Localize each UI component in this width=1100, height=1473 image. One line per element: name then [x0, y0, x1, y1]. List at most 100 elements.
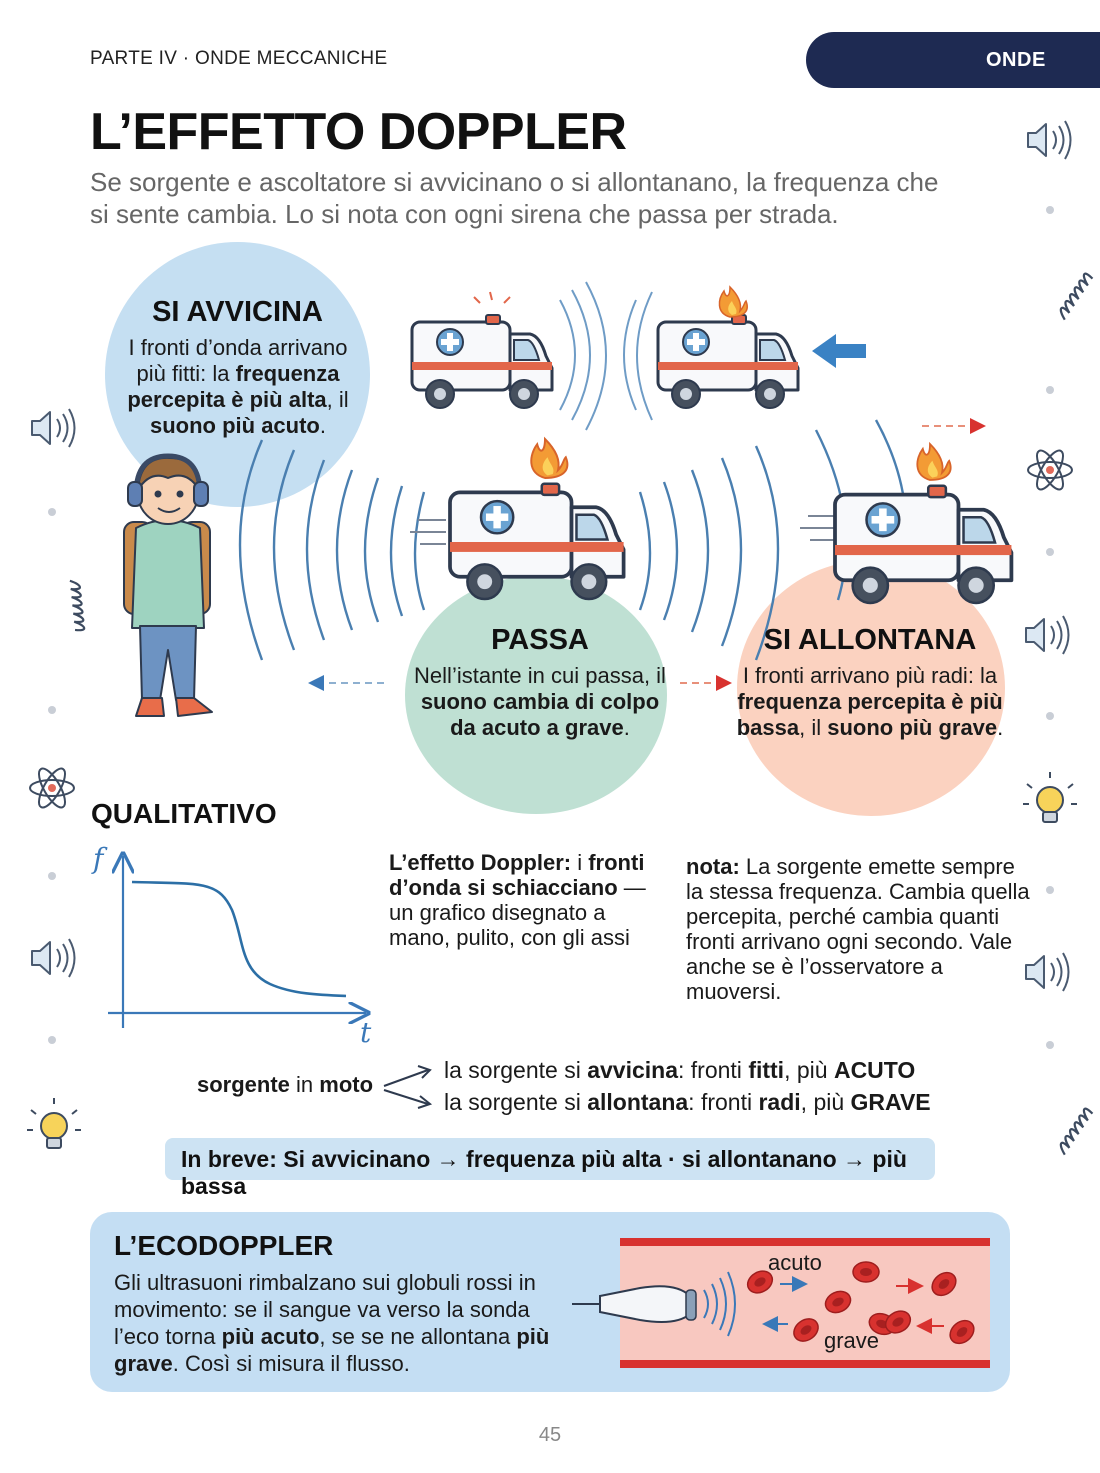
bold-text: suono più acuto [149, 413, 320, 438]
approach-title: SI AVVICINA [152, 296, 323, 328]
bold-text: radi [758, 1089, 801, 1115]
bold-text: fitti [748, 1057, 785, 1083]
bold-text: L’effetto Doppler: [389, 850, 572, 875]
dot-icon [1046, 712, 1054, 720]
bold-text: fronti d’onda si schiacciano [389, 850, 645, 900]
chapter-tab[interactable]: ONDE [806, 32, 1100, 88]
recede-title: SI ALLONTANA [763, 624, 977, 656]
pass-title: PASSA [491, 624, 589, 656]
spring-icon [1056, 1103, 1095, 1160]
text-run: Nell’istante in cui passa, il [414, 663, 666, 688]
ecodoppler-text: Gli ultrasuoni rimbalzano sui globuli ro… [114, 1269, 574, 1377]
bold-text: ACUTO [833, 1057, 916, 1083]
text-run: Gli ultrasuoni rimbalzano sui globuli ro… [114, 1270, 536, 1349]
doppler-note: L’effetto Doppler: i fronti d’onda si sc… [389, 850, 669, 950]
dot-icon [1046, 548, 1054, 556]
pass-circle [405, 576, 667, 814]
ecodoppler-title: L’ECODOPPLER [114, 1230, 334, 1261]
eco-label-low: grave [824, 1328, 880, 1353]
text-run: . Così si misura il flusso. [172, 1351, 410, 1376]
ultrasound-probe-icon [599, 1285, 697, 1323]
bold-text: più grave [114, 1324, 550, 1376]
sound-wave-arcs-top [559, 281, 653, 431]
spring-icon [1056, 268, 1095, 325]
bold-text: moto [319, 1072, 374, 1097]
spring-icon [57, 577, 96, 634]
text-run: in [289, 1072, 320, 1097]
chapter-tab-label: ONDE [986, 49, 1046, 71]
lightbulb-icon [26, 1097, 82, 1149]
dot-icon [48, 872, 56, 880]
ambulance-top-right [656, 313, 800, 410]
bold-text: frequenza percepita è più alta [127, 361, 340, 412]
qualitative-graph [108, 856, 366, 1028]
dot-icon [1046, 886, 1054, 894]
text-run: i [571, 850, 589, 875]
text-run: , più [800, 1089, 851, 1115]
page-number: 45 [538, 1424, 562, 1446]
speaker-icon [1027, 120, 1072, 160]
ambulance-top-left [410, 313, 554, 410]
flame-icon [530, 438, 569, 479]
dot-icon [48, 706, 56, 714]
bold-text: frequenza percepita è più bassa [736, 689, 1003, 740]
text-run: , il [326, 387, 349, 412]
pass-text: Nell’istante in cui passa, il suono camb… [405, 663, 675, 741]
text-run: I fronti arrivano più radi: la [742, 663, 998, 688]
flame-icon [916, 443, 952, 481]
text-run: La sorgente emette sempre la stessa freq… [686, 854, 1030, 1004]
dot-icon [1046, 206, 1054, 214]
motion-line-approach: la sorgente si avvicina: fronti fitti, p… [444, 1057, 915, 1084]
bold-text: nota: [686, 854, 740, 879]
atom-icon [1027, 445, 1073, 495]
eco-label-high: acuto [768, 1250, 822, 1275]
speaker-icon [1025, 952, 1070, 992]
section-breadcrumb: PARTE IV · ONDE MECCANICHE [90, 48, 388, 69]
motion-branch-arrows [383, 1065, 433, 1109]
text-run: . [319, 413, 326, 438]
text-run: I fronti d’onda arrivano più fitti: la [128, 335, 348, 386]
approach-text: I fronti d’onda arrivano più fitti: la f… [112, 335, 364, 439]
ultrasound-waves [703, 1271, 736, 1337]
text-run: . [997, 715, 1004, 740]
bold-text: allontana [587, 1089, 689, 1115]
frequency-curve [131, 880, 347, 998]
lightbulb-icon [1022, 771, 1078, 823]
nota-text: nota: La sorgente emette sempre la stess… [686, 854, 1031, 1004]
text-run: , il [799, 715, 828, 740]
graph-y-label: f [93, 842, 104, 875]
red-blood-cell-icon [852, 1261, 880, 1283]
text-run: la sorgente si [444, 1089, 588, 1115]
dot-icon [1046, 386, 1054, 394]
motion-label: sorgente in moto [197, 1072, 373, 1098]
summary-box: In breve: Si avvicinano → frequenza più … [165, 1138, 935, 1199]
text-run: , se se ne allontana [319, 1324, 517, 1349]
page-title: L’EFFETTO DOPPLER [90, 103, 627, 161]
qualitative-title: QUALITATIVO [91, 798, 277, 829]
motion-line-recede: la sorgente si allontana: fronti radi, p… [444, 1089, 931, 1116]
flame-icon [718, 286, 748, 318]
ambulance-center [448, 481, 626, 601]
bold-text: suono più grave [827, 715, 998, 740]
listener-boy [123, 453, 213, 717]
speaker-icon [1025, 615, 1070, 655]
speaker-icon [31, 408, 76, 448]
siren-icon [473, 291, 511, 304]
summary-text: In breve: Si avvicinano → frequenza più … [181, 1146, 907, 1199]
direction-arrow-left-icon [812, 334, 866, 368]
recede-text: I fronti arrivano più radi: la frequenza… [735, 663, 1005, 741]
bold-text: sorgente [197, 1072, 290, 1097]
bold-text: più acuto [221, 1324, 320, 1349]
dot-icon [1046, 1041, 1054, 1049]
text-run: . [623, 715, 630, 740]
atom-icon [29, 763, 75, 813]
text-run: : fronti [678, 1057, 749, 1083]
text-run: , più [784, 1057, 834, 1083]
motion-lines [410, 515, 834, 545]
speaker-icon [31, 938, 76, 978]
ambulance-right [833, 483, 1014, 605]
bold-text: GRAVE [850, 1089, 931, 1115]
sound-wave-fronts [238, 419, 908, 661]
blood-vessel-diagram [572, 1238, 990, 1368]
bold-text: suono cambia di colpo da acuto a grave [420, 689, 660, 740]
